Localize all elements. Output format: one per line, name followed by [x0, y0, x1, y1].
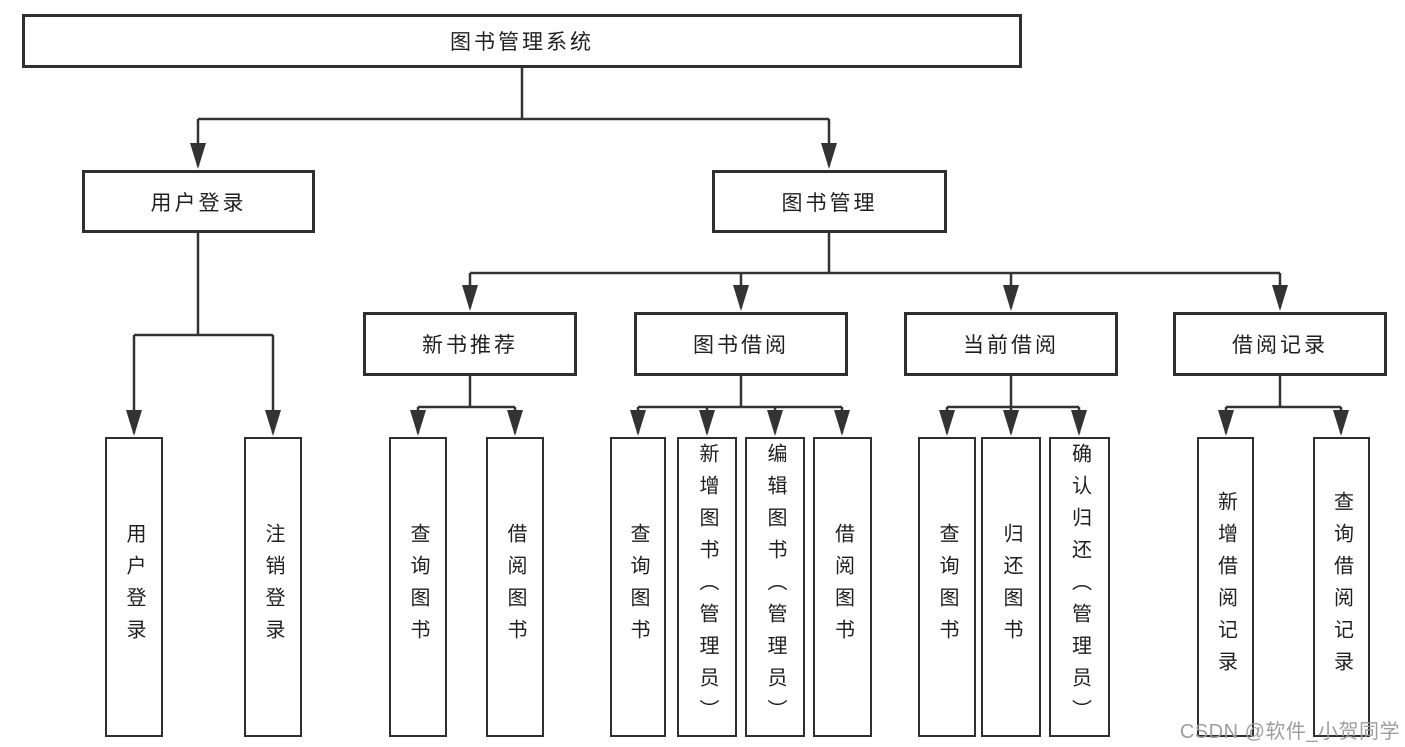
- arrowhead: [1071, 410, 1087, 436]
- arrowhead: [939, 410, 955, 436]
- arrowhead: [699, 410, 715, 436]
- leaf-borrow-books: 借阅图书: [813, 437, 872, 737]
- arrowhead: [821, 143, 837, 169]
- leaf-confirm-return-admin: 确认归还（管理员）: [1049, 437, 1110, 737]
- arrowhead: [265, 410, 281, 436]
- arrowhead: [733, 285, 749, 311]
- leaf-user-login: 用户登录: [105, 437, 163, 737]
- node-borrowing-records: 借阅记录: [1173, 312, 1387, 376]
- node-user-login-branch: 用户登录: [82, 170, 315, 233]
- arrowhead: [190, 143, 206, 169]
- connector-borrowing-to-leaves: [630, 376, 850, 436]
- connector-current-to-leaves: [939, 376, 1087, 436]
- node-current-borrowing: 当前借阅: [904, 312, 1118, 376]
- leaf-label: 归还图书: [1000, 523, 1022, 651]
- node-new-book-recommend: 新书推荐: [363, 312, 577, 376]
- leaf-label: 注销登录: [262, 523, 284, 651]
- leaf-query-books-current: 查询图书: [918, 437, 976, 737]
- node-root-system: 图书管理系统: [22, 14, 1022, 68]
- arrowhead: [1333, 410, 1349, 436]
- connector-newbooks-to-leaves: [410, 376, 523, 436]
- arrowhead: [410, 410, 426, 436]
- leaf-label: 借阅图书: [831, 523, 854, 651]
- leaf-label: 查询图书: [627, 523, 649, 651]
- leaf-add-borrow-record: 新增借阅记录: [1197, 437, 1254, 737]
- leaf-query-borrow-record: 查询借阅记录: [1313, 437, 1370, 737]
- csdn-watermark: CSDN @软件_小贺同学: [1179, 721, 1400, 743]
- arrowhead: [126, 410, 142, 436]
- leaf-label: 查询借阅记录: [1330, 491, 1353, 683]
- connector-userlogin-to-leaves: [126, 233, 281, 436]
- leaf-edit-books-admin: 编辑图书（管理员）: [745, 437, 805, 737]
- arrowhead: [1003, 285, 1019, 311]
- arrowhead: [462, 285, 478, 311]
- node-book-borrowing: 图书借阅: [634, 312, 848, 376]
- arrowhead: [507, 410, 523, 436]
- leaf-return-books: 归还图书: [981, 437, 1041, 737]
- node-book-management-branch: 图书管理: [712, 170, 947, 233]
- leaf-logout: 注销登录: [244, 437, 302, 737]
- leaf-label: 用户登录: [123, 523, 145, 651]
- leaf-add-books-admin: 新增图书（管理员）: [677, 437, 737, 737]
- leaf-query-books-recommend: 查询图书: [389, 437, 447, 737]
- leaf-label: 新增借阅记录: [1214, 491, 1237, 683]
- arrowhead: [1272, 285, 1288, 311]
- leaf-label: 编辑图书（管理员）: [764, 443, 786, 731]
- arrowhead: [1003, 410, 1019, 436]
- connector-root-to-level2: [190, 68, 837, 169]
- leaf-label: 借阅图书: [504, 523, 526, 651]
- arrowhead: [630, 410, 646, 436]
- arrowhead: [834, 410, 850, 436]
- arrowhead: [767, 410, 783, 436]
- leaf-query-books-borrowing: 查询图书: [610, 437, 666, 737]
- leaf-label: 查询图书: [407, 523, 429, 651]
- leaf-label: 查询图书: [936, 523, 958, 651]
- leaf-label: 新增图书（管理员）: [696, 443, 718, 731]
- arrowhead: [1218, 410, 1234, 436]
- leaf-borrow-books-recommend: 借阅图书: [486, 437, 544, 737]
- connector-bookmgmt-to-level3: [462, 233, 1288, 311]
- leaf-label: 确认归还（管理员）: [1068, 443, 1091, 731]
- connector-records-to-leaves: [1218, 376, 1349, 436]
